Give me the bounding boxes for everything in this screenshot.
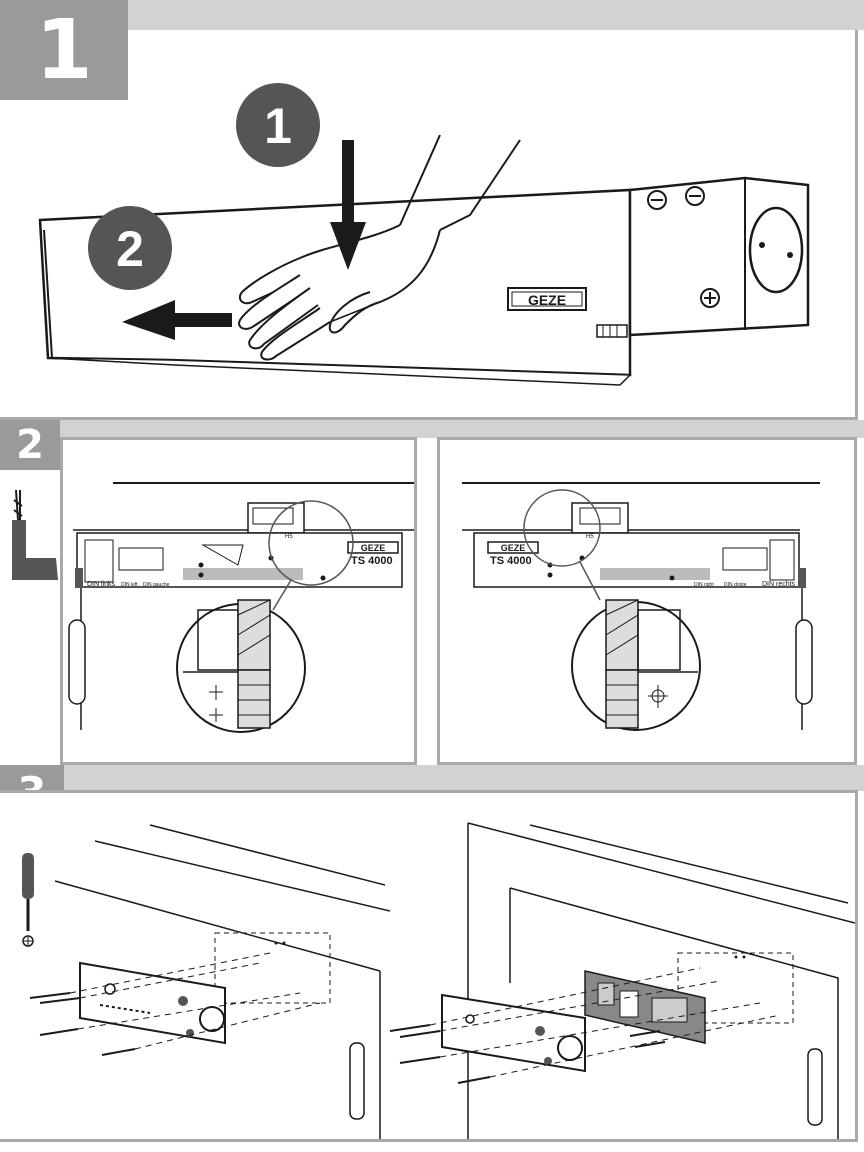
template-right-hand-en: DIN right	[694, 582, 714, 588]
screwdriver-icon	[22, 853, 34, 947]
template-left-hand: DIN links	[87, 581, 116, 588]
template-right-model: TS 4000	[490, 555, 532, 567]
step-1-badge: 1	[0, 0, 128, 100]
template-right-brand: GEZE	[501, 543, 526, 553]
template-right-drawing: GEZE TS 4000 H5 DIN rechts DIN right DIN…	[462, 482, 820, 731]
callout-1-label: 1	[264, 98, 292, 154]
step2-right-panel: GEZE TS 4000 H5 DIN rechts DIN right DIN…	[437, 437, 857, 765]
callout-1-circle	[236, 83, 320, 167]
template-right-hand-fr: DIN droite	[724, 582, 747, 588]
step2-band	[0, 420, 864, 438]
hand-icon	[238, 134, 521, 361]
callout-2-circle	[88, 206, 172, 290]
step3-band	[0, 765, 864, 791]
step-1-number: 1	[35, 2, 93, 98]
template-left-hand-en: DIN left	[121, 582, 138, 588]
template-right-h5: H5	[586, 534, 594, 540]
cover-brand-label: GEZE	[528, 292, 566, 308]
drill-icon	[12, 489, 58, 580]
step-2-badge: 2	[0, 420, 60, 470]
step3-panel	[0, 790, 858, 1142]
template-left-model: TS 4000	[351, 555, 393, 567]
template-left-brand: GEZE	[361, 543, 386, 553]
arrow-down-icon	[330, 140, 366, 270]
template-left-drawing: GEZE TS 4000 H5 DIN links DIN left DIN g…	[68, 482, 414, 733]
step2-left-panel: GEZE TS 4000 H5 DIN links DIN left DIN g…	[60, 437, 417, 765]
callout-2-label: 2	[116, 221, 144, 277]
template-left-hand-fr: DIN gauche	[143, 582, 170, 588]
template-left-h5: H5	[285, 534, 293, 540]
step1-panel: GEZE 1 2	[0, 30, 858, 420]
arrow-left-icon	[122, 300, 232, 340]
closer-cover-illustration: GEZE 1 2	[38, 83, 810, 386]
step1-band	[0, 0, 864, 30]
template-right-hand: DIN rechts	[762, 581, 796, 588]
step-2-number: 2	[16, 422, 44, 468]
mounting-drawing	[22, 822, 855, 1139]
